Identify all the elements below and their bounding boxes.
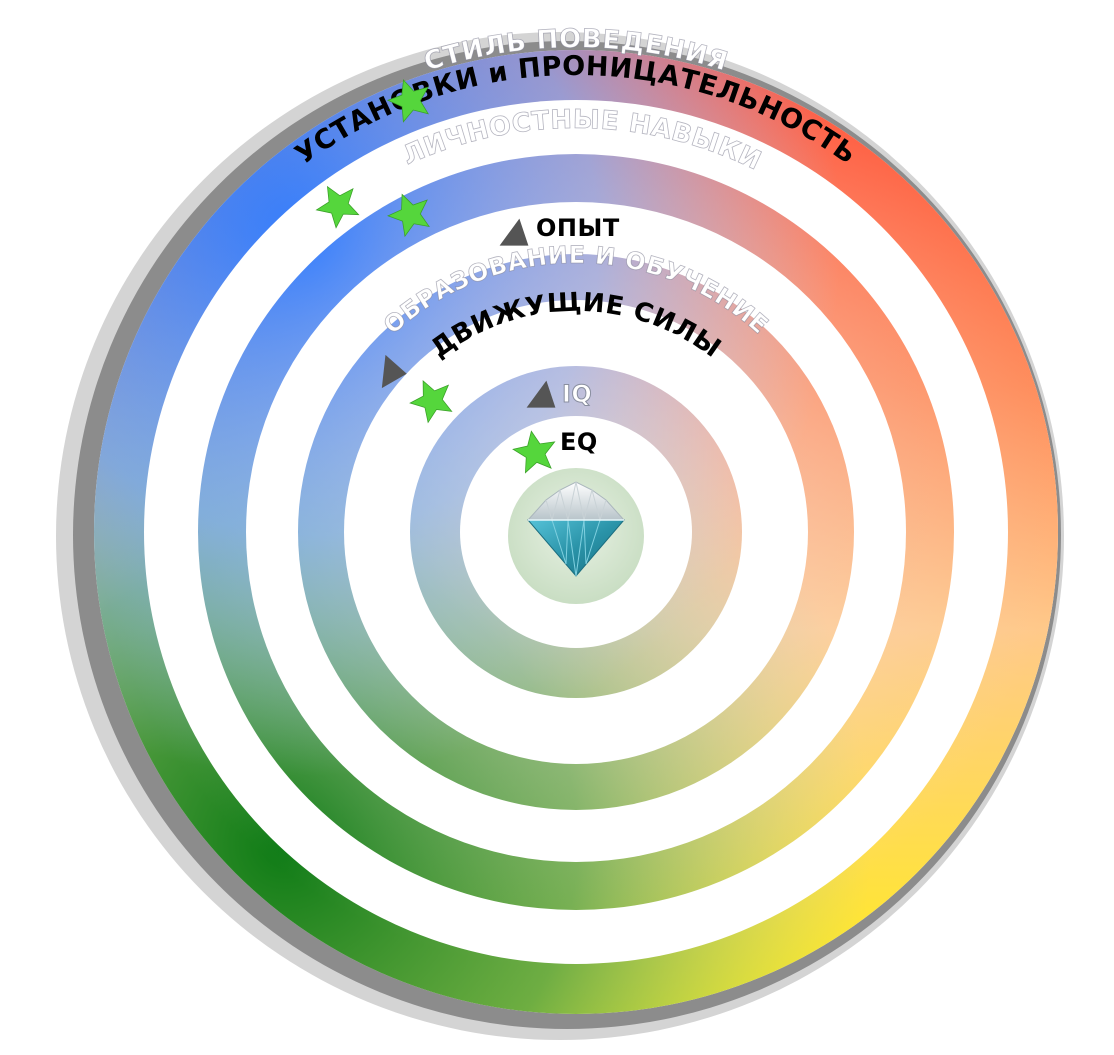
label-eq: EQ xyxy=(560,428,598,456)
label-iq: IQ xyxy=(562,380,592,408)
diamond-icon xyxy=(526,481,626,577)
label-experience: ОПЫТ xyxy=(536,214,620,242)
